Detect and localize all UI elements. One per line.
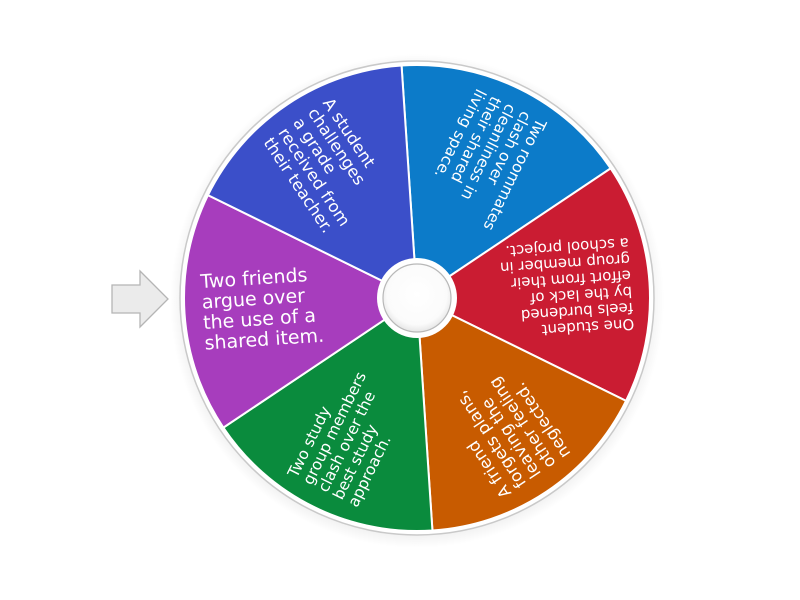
wheel-segment-group-project[interactable]	[415, 166, 651, 403]
wheel-segments	[183, 64, 651, 532]
wheel-segment-grade-challenge[interactable]	[206, 64, 419, 300]
wheel-segment-study-group[interactable]	[221, 296, 434, 532]
wheel-segment-forgets-plans[interactable]	[415, 296, 628, 532]
segment-label-study-group: Two studygroup membersclash over thebest…	[284, 362, 415, 511]
svg-text:Two studygroup membersclash ov: Two studygroup membersclash over thebest…	[284, 362, 415, 511]
wheel-segment-shared-item[interactable]	[183, 193, 419, 430]
pointer-arrow-icon	[111, 269, 169, 329]
wheel-segment-roommates[interactable]	[400, 64, 613, 300]
svg-text:Two friendsargue overthe use o: Two friendsargue overthe use of ashared …	[199, 263, 325, 354]
wheel-hub[interactable]	[382, 263, 452, 333]
segment-label-shared-item: Two friendsargue overthe use of ashared …	[199, 263, 325, 354]
spinner-wheel[interactable]: Two roommatesclash overcleanliness inthe…	[170, 54, 664, 548]
